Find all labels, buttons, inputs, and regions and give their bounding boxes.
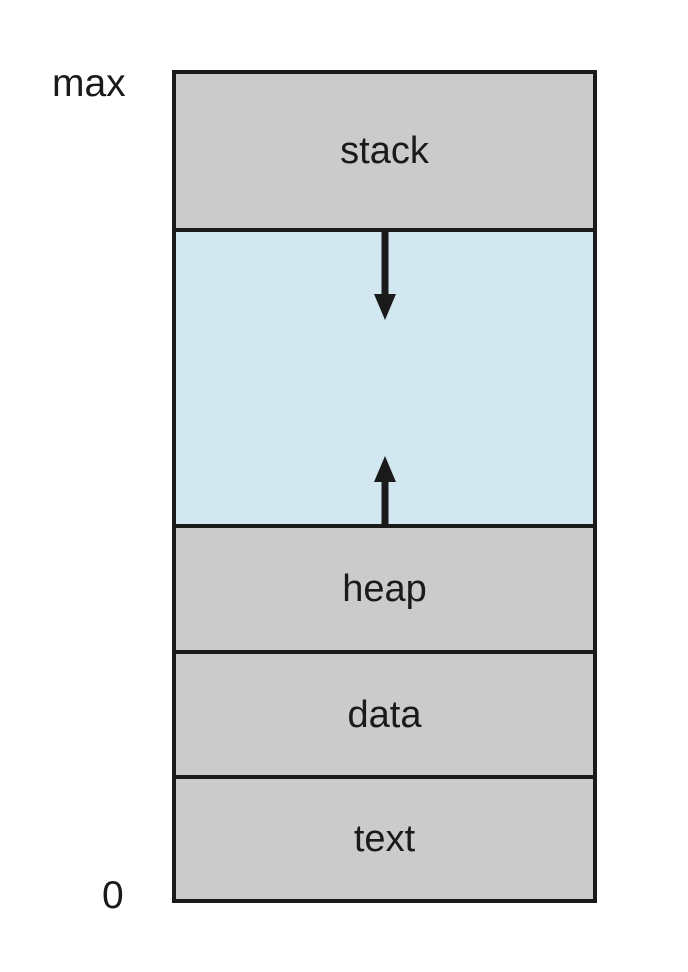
stack-label: stack xyxy=(340,130,429,172)
segment-free-space xyxy=(176,228,593,524)
segment-data: data xyxy=(176,650,593,775)
zero-address-label: 0 xyxy=(102,874,124,917)
memory-layout-box: stack heap data text xyxy=(172,70,597,903)
segment-stack: stack xyxy=(176,74,593,228)
heap-label: heap xyxy=(342,568,427,610)
arrow-down-icon xyxy=(373,232,396,320)
segment-heap: heap xyxy=(176,524,593,650)
data-label: data xyxy=(347,693,422,736)
arrow-up-icon xyxy=(373,456,396,524)
max-address-label: max xyxy=(52,62,126,105)
text-label: text xyxy=(353,818,416,860)
segment-text: text xyxy=(176,775,593,899)
